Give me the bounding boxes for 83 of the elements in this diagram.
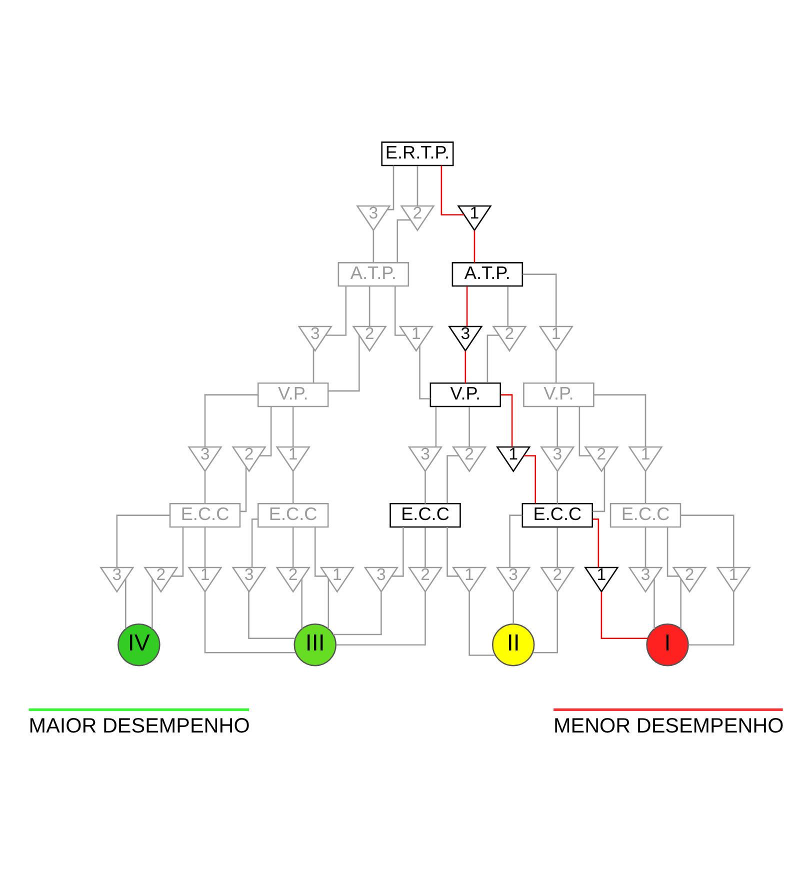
connector [419,345,430,399]
connector [446,526,459,576]
connector [292,471,294,504]
connector [524,454,536,503]
connector [556,471,558,504]
node-box: E.C.C [257,502,329,528]
connector [555,350,557,383]
connector [336,592,426,646]
connector [680,578,682,628]
connector [468,592,495,656]
connector [464,350,466,383]
connector [509,514,522,567]
connector [600,592,648,639]
connector [394,286,406,336]
connector [125,578,126,628]
connector [688,592,734,646]
node-box: A.T.P. [452,262,524,286]
connector [468,406,470,446]
node-box: E.C.C [169,502,241,528]
node-box: E.C.C [610,502,682,528]
connector [654,578,655,628]
connector [368,286,370,326]
connector [333,592,382,635]
node-box: E.C.C [522,502,594,528]
connector [204,527,206,567]
connector [644,527,646,567]
connector [248,590,296,639]
connector [116,514,170,567]
node-circle: III [294,623,336,666]
connector [466,286,468,326]
connector [326,286,347,336]
connector [556,406,558,446]
connector [312,348,314,382]
connector [424,471,426,504]
node-box: V.P. [430,382,502,407]
connector [204,394,258,446]
connector [474,230,476,262]
connector [594,394,646,446]
connector [328,335,360,392]
connector [592,466,606,512]
connector [500,394,513,446]
node-circle: IV [118,623,160,666]
connector [301,578,302,628]
node-box: A.T.P. [338,262,410,286]
connector [416,166,418,206]
connector [440,165,464,215]
connector [396,218,410,262]
node-box: V.P. [257,382,329,407]
connector [424,527,426,567]
node-box: V.P. [523,382,594,407]
connector [372,230,374,262]
connector [507,286,508,326]
connector [512,592,514,624]
connector [152,578,153,628]
node-circle: I [646,623,689,666]
connector [292,406,294,446]
connector [292,527,294,567]
connector [388,165,394,210]
connector [171,526,184,576]
legend-label: MENOR DESEMPENHO [554,714,784,738]
node-box: E.R.T.P. [381,141,454,166]
connector [532,591,558,653]
connector [680,514,734,567]
connector [240,466,247,512]
connector [522,273,557,326]
connector [314,526,327,576]
connector [260,406,272,456]
node-box: E.C.C [390,502,461,528]
connector [592,518,600,567]
connector [644,471,646,504]
connector [392,526,404,576]
connector [204,591,296,653]
node-circle: II [492,623,535,666]
connector [556,527,558,567]
connector [251,518,258,567]
connector [328,578,330,628]
connector [666,526,680,576]
connector [204,471,206,504]
legend-label: MAIOR DESEMPENHO [28,714,250,738]
connector [486,334,499,382]
connector [446,454,459,503]
connector [578,406,591,456]
connector [435,406,437,446]
